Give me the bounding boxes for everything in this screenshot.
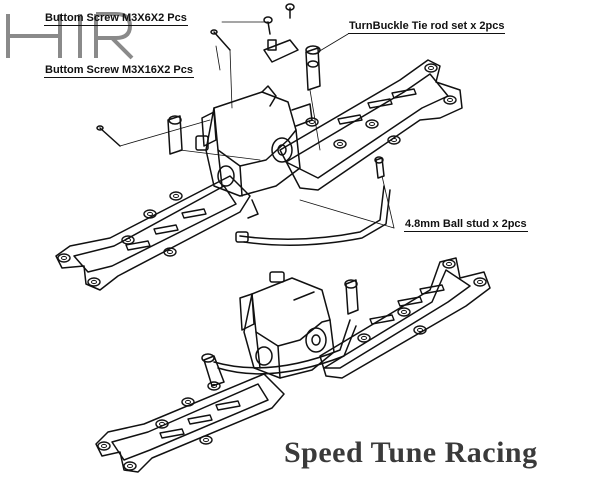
label-ball-stud: 4.8mm Ball stud x 2pcs bbox=[404, 218, 528, 232]
lower-gearbox-housing bbox=[239, 271, 335, 379]
lower-right-suspension-arm bbox=[319, 257, 491, 379]
upper-gearbox-housing bbox=[195, 85, 313, 219]
upper-ball-stud-tie-rod bbox=[235, 156, 391, 246]
lower-turnbuckle-ends bbox=[201, 279, 359, 387]
upper-right-suspension-arm bbox=[279, 59, 463, 191]
label-screw-m3x6: Buttom Screw M3X6X2 Pcs bbox=[44, 12, 188, 26]
label-screw-m3x16: Buttom Screw M3X16X2 Pcs bbox=[44, 64, 194, 78]
label-turnbuckle: TurnBuckle Tie rod set x 2pcs bbox=[348, 20, 506, 34]
upper-turnbuckle-ends bbox=[167, 39, 321, 155]
upper-leader-lines bbox=[119, 21, 395, 229]
watermark-text: Speed Tune Racing bbox=[284, 436, 538, 469]
brand-logo bbox=[6, 12, 134, 60]
lower-tie-rod bbox=[213, 319, 357, 375]
upper-left-suspension-arm bbox=[55, 175, 251, 291]
upper-screws bbox=[96, 3, 295, 147]
lower-left-suspension-arm bbox=[95, 373, 285, 473]
